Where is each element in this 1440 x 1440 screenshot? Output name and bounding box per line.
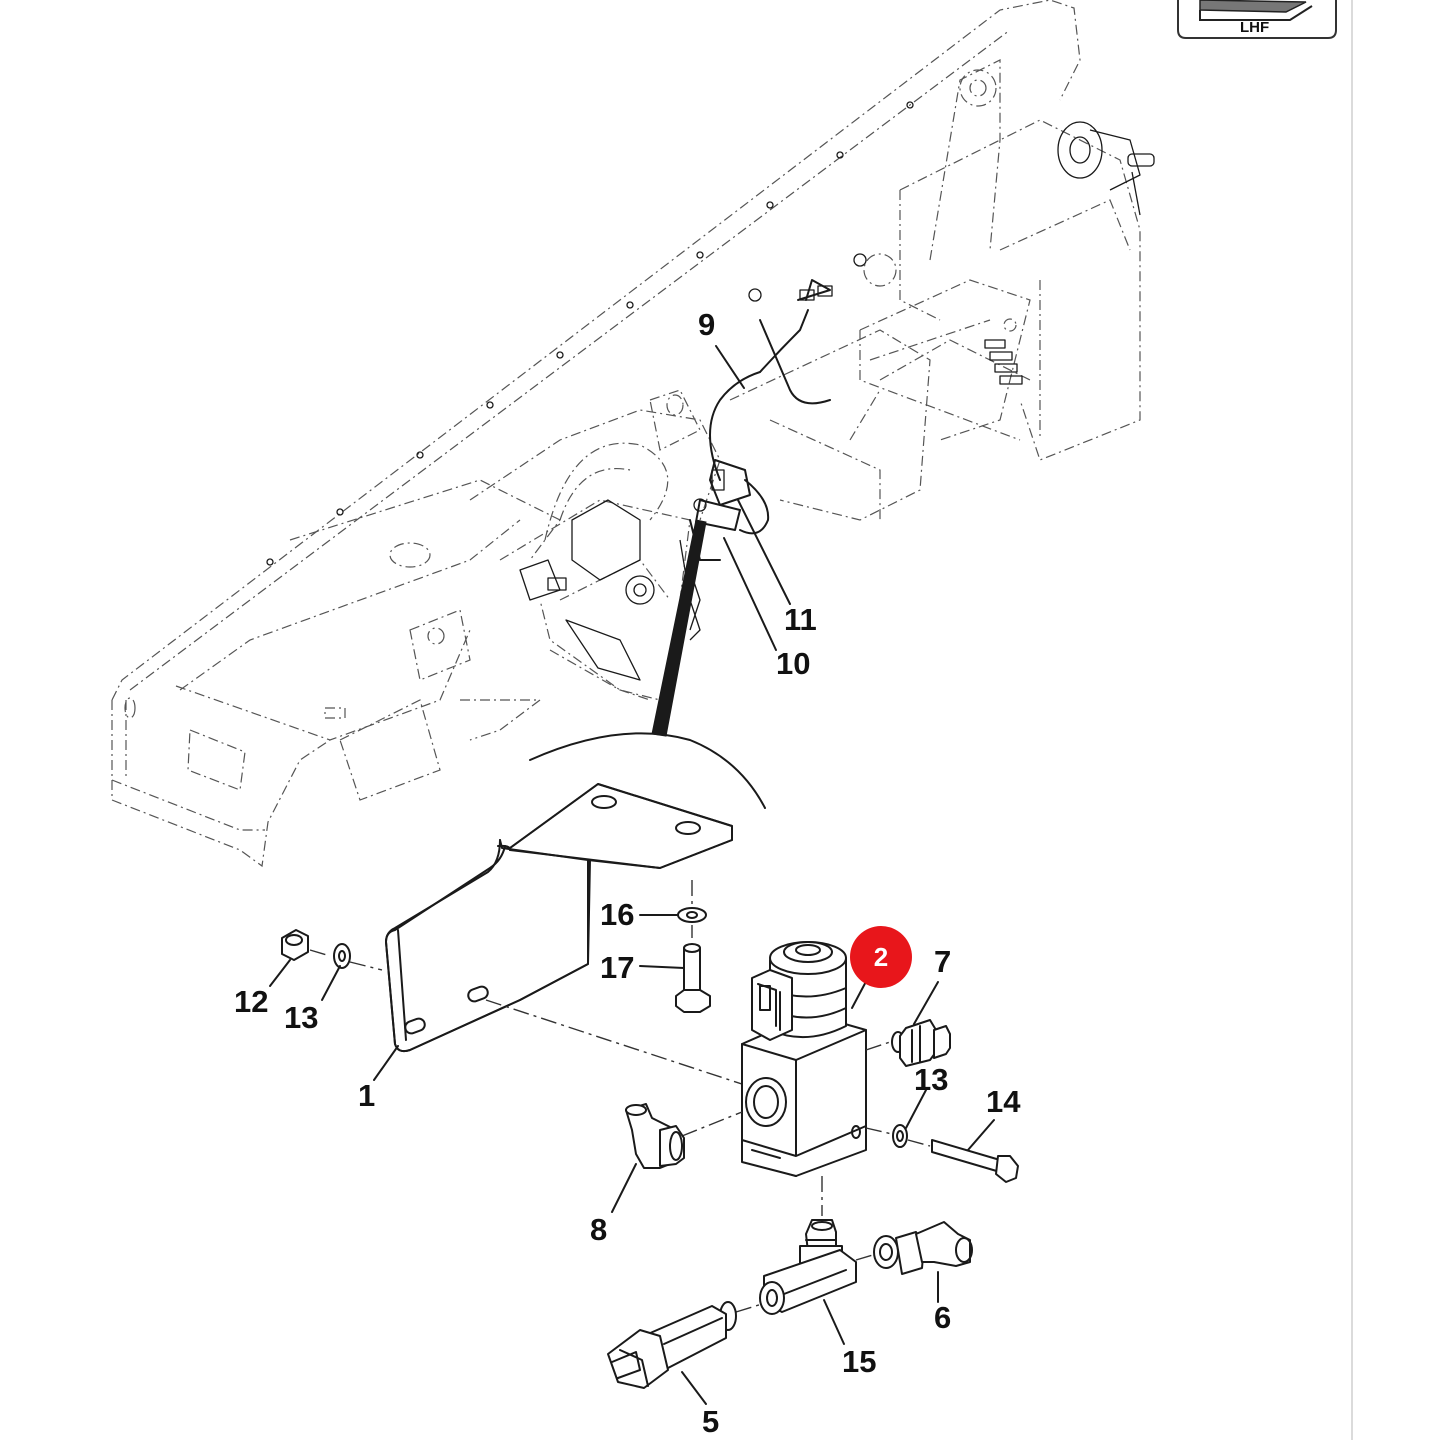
wire-harness	[679, 279, 833, 641]
washer-13-left	[333, 943, 351, 969]
valve-stack-fittings	[984, 339, 1023, 385]
highlight-badge	[850, 926, 912, 988]
callout-2[interactable]: 2	[874, 942, 888, 972]
callout-9[interactable]: 9	[698, 307, 715, 342]
washer-13-right	[865, 1124, 908, 1148]
callout-8[interactable]: 8	[590, 1212, 607, 1247]
elbow-fitting-6	[855, 1221, 973, 1275]
callout-2-highlight[interactable]: 2	[850, 926, 912, 988]
mounting-bracket	[385, 783, 733, 1053]
callout-5[interactable]: 5	[702, 1404, 719, 1439]
pressure-sensor-5	[607, 1301, 763, 1389]
detail-arc	[529, 732, 766, 809]
callout-10[interactable]: 10	[776, 646, 810, 681]
bolt-centerline	[485, 999, 749, 1087]
callout-7[interactable]: 7	[934, 944, 951, 979]
detail-pointer	[651, 519, 707, 737]
callout-13-right[interactable]: 13	[914, 1062, 948, 1097]
callout-16[interactable]: 17	[600, 950, 634, 985]
bolt-14	[907, 1139, 1019, 1183]
orientation-badge: LHF	[1177, 0, 1337, 39]
callout-17[interactable]: 15	[842, 1344, 876, 1379]
fitting-7	[865, 1019, 951, 1067]
machine-silhouette-icon	[1199, 0, 1307, 13]
elbow-fitting-8	[625, 1103, 743, 1169]
callout-14[interactable]: 14	[986, 1084, 1021, 1119]
machine-frame	[111, 0, 1155, 868]
solenoid-valve	[741, 941, 867, 1177]
callout-1[interactable]: 1	[358, 1078, 375, 1113]
callout-15[interactable]: 16	[600, 897, 634, 932]
callout-11[interactable]: 11	[784, 602, 817, 637]
tee-fitting-17	[759, 1219, 857, 1315]
nut-12	[281, 929, 309, 961]
callout-12[interactable]: 12	[234, 984, 268, 1019]
bolt-16	[675, 943, 711, 1013]
washer-15	[677, 907, 707, 923]
leader-lines	[269, 345, 995, 1405]
frame-holes	[266, 101, 914, 566]
orientation-label: LHF	[1240, 19, 1269, 36]
callout-6[interactable]: 6	[934, 1300, 951, 1335]
callout-13-left[interactable]: 13	[284, 1000, 318, 1035]
